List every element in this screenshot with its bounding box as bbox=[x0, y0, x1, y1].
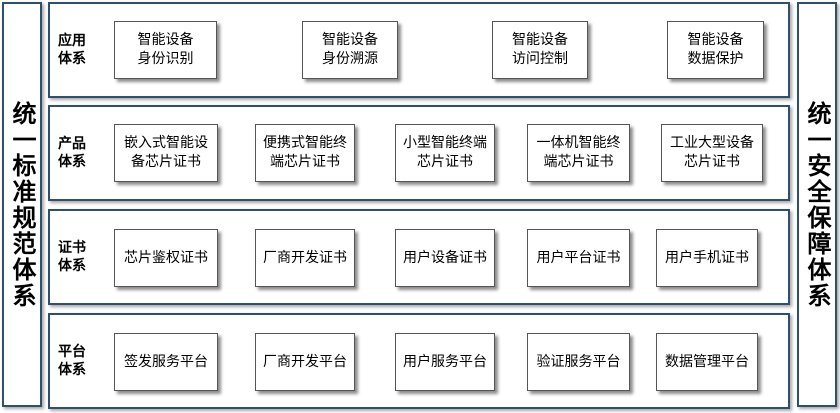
card-vendor-dev-platform: 厂商开发平台 bbox=[255, 333, 355, 391]
card-all-in-one-terminal-chip-cert: 一体机智能终 端芯片证书 bbox=[527, 124, 630, 182]
card-device-access-control: 智能设备 访问控制 bbox=[492, 21, 588, 79]
platform-layer: 平台 体系 签发服务平台 厂商开发平台 用户服务平台 验证服务平台 数据管理平台 bbox=[48, 313, 790, 409]
card-user-phone-cert: 用户手机证书 bbox=[656, 229, 758, 287]
certificate-layer: 证书 体系 芯片鉴权证书 厂商开发证书 用户设备证书 用户平台证书 用户手机证书 bbox=[48, 209, 790, 305]
layer-label: 产品 体系 bbox=[58, 136, 86, 170]
card-chip-auth-cert: 芯片鉴权证书 bbox=[114, 229, 218, 287]
card-portable-terminal-chip-cert: 便携式智能终 端芯片证书 bbox=[255, 124, 355, 182]
standard-system-label: 统一标准规范体系 bbox=[8, 100, 36, 309]
card-vendor-dev-cert: 厂商开发证书 bbox=[255, 229, 355, 287]
card-user-platform-cert: 用户平台证书 bbox=[527, 229, 630, 287]
card-device-identification: 智能设备 身份识别 bbox=[114, 21, 217, 79]
card-data-management-platform: 数据管理平台 bbox=[656, 333, 758, 391]
card-issuance-service-platform: 签发服务平台 bbox=[114, 333, 218, 391]
application-layer: 应用 体系 智能设备 身份识别 智能设备 身份溯源 智能设备 访问控制 智能设备… bbox=[48, 2, 790, 98]
layer-label: 应用 体系 bbox=[58, 33, 86, 67]
card-embedded-device-chip-cert: 嵌入式智能设 备芯片证书 bbox=[114, 124, 218, 182]
card-device-data-protection: 智能设备 数据保护 bbox=[667, 21, 764, 79]
standard-system-column: 统一标准规范体系 bbox=[2, 2, 42, 407]
card-user-device-cert: 用户设备证书 bbox=[395, 229, 495, 287]
security-system-label: 统一安全保障体系 bbox=[803, 100, 831, 309]
card-small-terminal-chip-cert: 小型智能终端 芯片证书 bbox=[395, 124, 495, 182]
card-verification-service-platform: 验证服务平台 bbox=[527, 333, 630, 391]
layer-label: 平台 体系 bbox=[58, 344, 86, 378]
security-system-column: 统一安全保障体系 bbox=[797, 2, 837, 407]
product-layer: 产品 体系 嵌入式智能设 备芯片证书 便携式智能终 端芯片证书 小型智能终端 芯… bbox=[48, 105, 790, 201]
card-device-traceability: 智能设备 身份溯源 bbox=[302, 21, 398, 79]
layer-label: 证书 体系 bbox=[58, 240, 86, 274]
card-user-service-platform: 用户服务平台 bbox=[395, 333, 495, 391]
card-industrial-equipment-chip-cert: 工业大型设备 芯片证书 bbox=[661, 124, 763, 182]
